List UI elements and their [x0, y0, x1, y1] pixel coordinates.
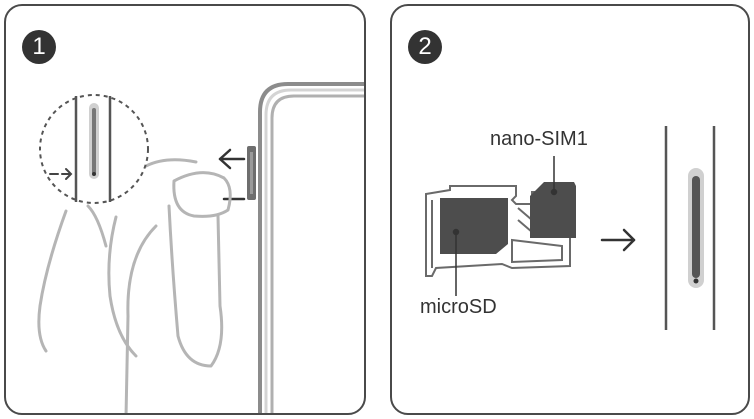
microsd-label: microSD [420, 296, 497, 318]
zoom-detail [39, 94, 149, 204]
sim-tray-edge [247, 146, 256, 200]
card-tray [425, 185, 571, 277]
hand-illustration [37, 158, 232, 413]
step-2-panel: 2 nano-SIM1 microSD [390, 4, 750, 415]
eject-arrow-icon [49, 168, 73, 180]
label-leaders [452, 156, 558, 296]
microsd-card [440, 198, 508, 254]
phone-body [258, 82, 364, 413]
phone-side-slot [664, 126, 716, 330]
nano-sim-card [530, 182, 576, 238]
step-2-illustration [425, 126, 716, 330]
insert-arrow-icon [600, 228, 636, 252]
step-number-badge: 2 [408, 30, 442, 64]
step-1-panel: 1 [4, 4, 366, 415]
step-1-illustration [37, 82, 364, 413]
nano-sim-label: nano-SIM1 [490, 128, 588, 150]
push-arrow-icon [218, 148, 246, 201]
step-number-badge: 1 [22, 30, 56, 64]
